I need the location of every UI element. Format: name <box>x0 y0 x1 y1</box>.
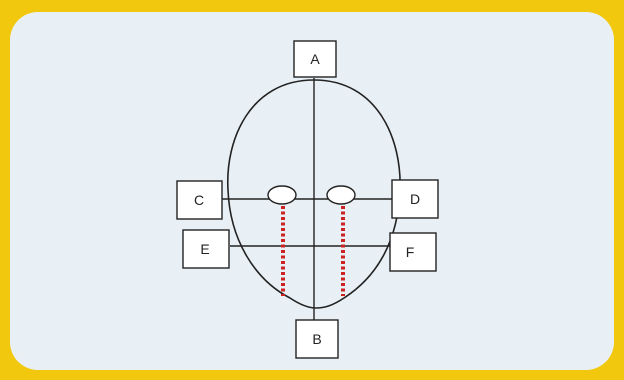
left-eye <box>268 186 296 204</box>
label-b: B <box>312 331 321 347</box>
label-box-c: C <box>177 181 222 219</box>
label-box-b: B <box>296 320 338 358</box>
label-c: C <box>194 192 204 208</box>
label-d: D <box>410 191 420 207</box>
label-box-a: A <box>294 41 336 77</box>
label-box-e: E <box>183 230 229 268</box>
label-box-d: D <box>392 180 438 218</box>
label-a: A <box>310 51 320 67</box>
right-eye <box>327 186 355 204</box>
label-box-f: F <box>390 233 436 271</box>
label-e: E <box>200 241 209 257</box>
label-f: F <box>406 244 415 260</box>
